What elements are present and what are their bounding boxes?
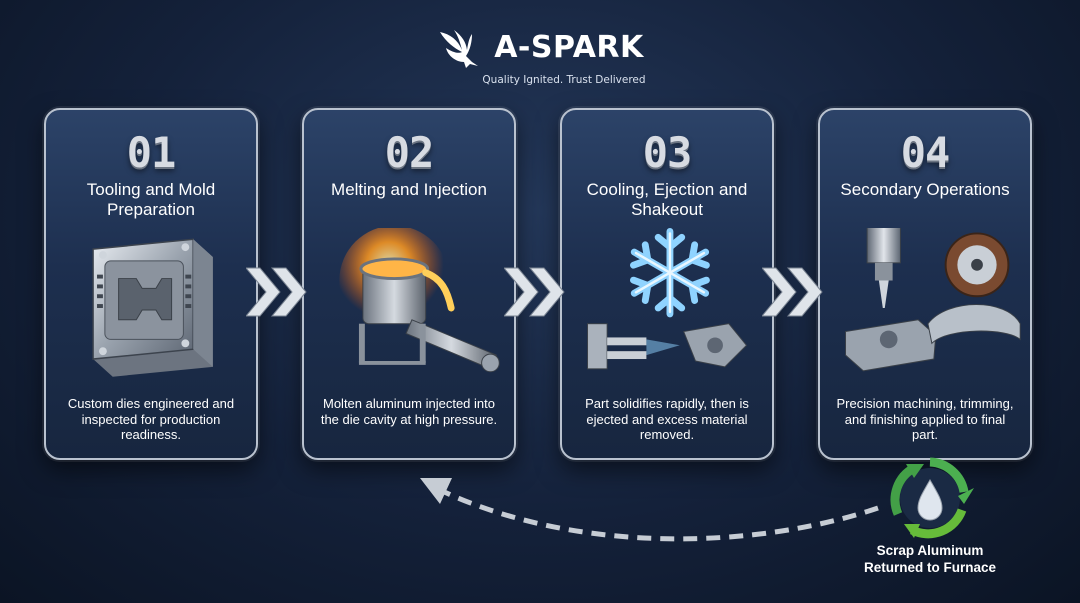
brand-header: A-SPARK Quality Ignited. Trust Delivered (0, 22, 1080, 86)
step-card-2: 02 Melting and Injection Molten aluminum… (302, 108, 516, 460)
step-title: Cooling, Ejection and Shakeout (586, 180, 748, 219)
recycle-label: Scrap Aluminum Returned to Furnace (840, 542, 1020, 576)
brand-name: A-SPARK (494, 29, 644, 65)
snowflake-icon (587, 228, 748, 370)
step-description: Precision machining, trimming, and finis… (836, 396, 1014, 442)
step-title: Secondary Operations (840, 180, 1010, 199)
step-number: 02 (384, 128, 435, 177)
step-card-4: 04 Secondary Operations Precision machin… (818, 108, 1032, 460)
step-card-1: 01 Tooling and Mold Preparation Custom d… (44, 108, 258, 460)
brand-row: A-SPARK (436, 22, 644, 72)
eagle-logo-icon (440, 30, 479, 68)
step-number: 03 (642, 128, 693, 177)
recycle-label-line1: Scrap Aluminum (876, 543, 984, 558)
machining-icon (845, 228, 1021, 372)
step-title: Melting and Injection (331, 180, 487, 199)
brand-tagline: Quality Ignited. Trust Delivered (482, 74, 646, 86)
recycle-label-line2: Returned to Furnace (863, 560, 996, 575)
step-card-3: 03 Cooling, Ejection and Shakeout Part s… (560, 108, 774, 460)
droplet-icon (917, 478, 943, 521)
step-description: Molten aluminum injected into the die ca… (320, 396, 498, 427)
chevron-right-icon (762, 267, 823, 317)
mold-die-icon (92, 238, 213, 377)
step-number: 01 (126, 128, 177, 177)
step-description: Part solidifies rapidly, then is ejected… (585, 396, 749, 442)
chevron-right-icon (246, 267, 307, 317)
recycle-icon (890, 457, 974, 539)
step-description: Custom dies engineered and inspected for… (67, 396, 235, 442)
ladle-injection-icon (339, 228, 500, 373)
arrowhead-icon (420, 478, 452, 504)
step-number: 04 (900, 128, 951, 177)
chevron-right-icon (504, 267, 565, 317)
step-title: Tooling and Mold Preparation (86, 180, 216, 219)
